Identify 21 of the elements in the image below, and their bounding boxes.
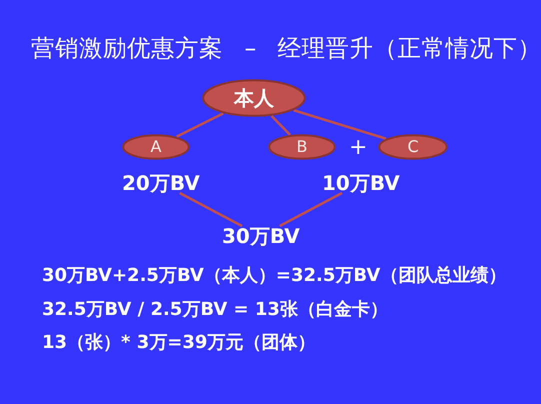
node-label: B (296, 139, 308, 155)
oval-node (202, 79, 306, 117)
connector-line (279, 192, 343, 228)
calculation-text: 30万BV+2.5万BV（本人）=32.5万BV（团队总业绩） (42, 267, 506, 285)
oval-node (122, 134, 190, 160)
amount-text: 10万BV (322, 173, 400, 193)
amount-text: 20万BV (122, 173, 200, 193)
node-label: C (408, 139, 419, 155)
slide-title: 营销激励优惠方案 – 经理晋升（正常情况下） (31, 37, 541, 60)
oval-node (378, 134, 448, 160)
connector-line (179, 192, 243, 228)
plus-sign: + (349, 137, 368, 159)
amount-text: 30万BV (222, 226, 300, 246)
node-label: A (150, 139, 162, 155)
connector-line (176, 112, 224, 138)
oval-node (268, 134, 336, 160)
calculation-text: 32.5万BV / 2.5万BV = 13张（白金卡） (42, 301, 388, 319)
connector-line (293, 109, 386, 140)
connector-line (270, 115, 291, 136)
calculation-text: 13（张）* 3万=39万元（团体） (42, 334, 316, 352)
node-label: 本人 (234, 88, 274, 108)
